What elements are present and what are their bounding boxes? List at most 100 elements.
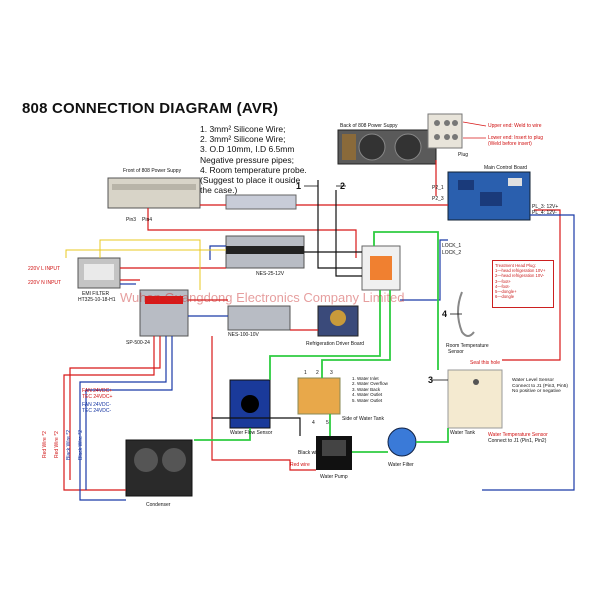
fan-plus-label: FAN 24VDC+ bbox=[82, 388, 113, 394]
back-power-label: Back of 808 Power Suppy bbox=[340, 123, 398, 129]
nes100-supply bbox=[227, 305, 291, 331]
water-flow-sensor bbox=[229, 379, 271, 429]
note-line: the case.) bbox=[200, 185, 238, 196]
l-input-label: 220V L INPUT bbox=[28, 266, 61, 272]
tank-port-line: 5. Water Outlet bbox=[352, 397, 383, 403]
water-tank-label: Water Tank bbox=[450, 430, 476, 436]
yellow-wires bbox=[65, 239, 226, 290]
water-filter-label: Water Filter bbox=[388, 462, 414, 468]
sp500-label: SP-500-24 bbox=[126, 340, 150, 346]
sp500-supply bbox=[139, 289, 189, 337]
red-wire-label: Red wire bbox=[290, 462, 310, 468]
plug-box-line: 4—foot- bbox=[495, 283, 510, 289]
port-1: 1 bbox=[304, 370, 307, 376]
red-wires bbox=[63, 160, 561, 491]
lock1-label: LOCK_1 bbox=[442, 243, 462, 249]
water-filter bbox=[387, 427, 417, 457]
plug-label: Plug bbox=[458, 152, 469, 158]
diagram-title: 808 CONNECTION DIAGRAM (AVR) bbox=[22, 100, 279, 117]
plug-image bbox=[427, 113, 487, 149]
room-temp-probe bbox=[457, 291, 475, 337]
black-wire-label-a: Black Wire *2 bbox=[66, 429, 72, 460]
note-line: Negative pressure pipes; bbox=[200, 154, 295, 165]
plug-lower-label-2: (Weld before insert) bbox=[488, 141, 532, 147]
water-tank bbox=[447, 369, 503, 429]
black-wires bbox=[212, 180, 362, 436]
blue-wires bbox=[79, 214, 575, 501]
red-wire-label-a: Red Wire *2 bbox=[42, 431, 48, 458]
lock2-label: LOCK_2 bbox=[442, 250, 462, 256]
water-pump bbox=[316, 436, 352, 470]
pl3-label: PL_3: 12V+ bbox=[532, 204, 559, 210]
water-level-note: Water Level Sensor Connect to J1 (Pin3, … bbox=[512, 378, 568, 395]
plug-box-line: 1—head refrigeration 10V+ bbox=[495, 268, 546, 274]
callout-1: 1 bbox=[296, 181, 302, 191]
water-temp-label: Water Temperature Sensor bbox=[488, 432, 548, 438]
water-level-line: Water Level Sensor bbox=[512, 378, 554, 383]
port-2: 2 bbox=[316, 370, 319, 376]
tank-port-line: 3. Water Back bbox=[352, 386, 381, 392]
note-line: (Suggest to place it ouside bbox=[200, 175, 301, 186]
red-wire-label-b: Red Wire *2 bbox=[54, 431, 60, 458]
fan-minus-label: FAN 24VDC- bbox=[82, 402, 111, 408]
pin3-label: Pin3 bbox=[126, 217, 137, 223]
refrig-driver-label: Refrigeration Driver Board bbox=[306, 341, 365, 347]
black-wire-label: Black wire bbox=[298, 450, 321, 456]
pl4-label: PL_4: 12V- bbox=[532, 210, 557, 216]
callout-lines bbox=[304, 185, 462, 381]
water-temp-label-2: Connect to J1 (Pin1, Pin2) bbox=[488, 438, 547, 444]
plug-lower-label: Lower end: Insert to plug bbox=[488, 135, 544, 141]
central-connector bbox=[361, 245, 401, 291]
plug-box-line: 5—dongle+ bbox=[495, 289, 517, 295]
condenser-label: Condenser bbox=[146, 502, 171, 508]
room-temp-label-2: Sensor bbox=[448, 349, 464, 355]
note-line: 3. O.D 10mm, I.D 6.5mm bbox=[200, 144, 295, 155]
tec-minus-label: TEC 24VDC- bbox=[82, 408, 112, 414]
seal-hole-label: Seal this hole bbox=[470, 360, 501, 366]
plug-box-line: 6—dongle bbox=[495, 294, 515, 300]
nes25-label: NES-25-12V bbox=[256, 271, 285, 277]
water-level-line: Connect to J1 (Pin3, Pin5) bbox=[512, 383, 568, 389]
tec-plus-label: TEC 24VDC+ bbox=[82, 394, 113, 400]
front-power-label: Front of 808 Power Suppy bbox=[123, 168, 182, 174]
room-temp-label: Room Temperature bbox=[446, 343, 489, 349]
back-power-supply bbox=[337, 129, 437, 165]
plug-box-line: 3—foot+ bbox=[495, 278, 511, 284]
water-flow-label: Water Flow Sensor bbox=[230, 430, 273, 436]
plug-box-line: 2—head refrigeration 10V- bbox=[495, 273, 545, 279]
emi-model-label: HT325-10-18-H1 bbox=[78, 297, 116, 303]
water-pump-label: Water Pump bbox=[320, 474, 348, 480]
watermark: Wuhan Guangdong Electronics Company Limi… bbox=[120, 290, 405, 305]
p2-1-label: P2_1 bbox=[432, 185, 444, 191]
emi-label: EMI FILTER bbox=[82, 291, 110, 297]
callout-4: 4 bbox=[442, 309, 448, 319]
wiring-notes: 1. 3mm² Silicone Wire; 2. 3mm² Silicone … bbox=[200, 124, 325, 195]
callout-3: 3 bbox=[428, 375, 434, 385]
n-input-label: 220V N INPUT bbox=[28, 280, 62, 286]
tank-port-line: 1. Water Inlet bbox=[352, 376, 379, 381]
tank-side bbox=[297, 377, 341, 415]
plug-box-title: Treatment Head Plug: bbox=[495, 263, 536, 268]
black-wire-label-b: Black Wire *2 bbox=[78, 429, 84, 460]
nes100-label: NES-100-10V bbox=[228, 332, 259, 338]
nes25-supply bbox=[225, 235, 305, 269]
note-line: 4. Room temperature probe. bbox=[200, 164, 307, 175]
port-5: 5 bbox=[326, 420, 329, 426]
tank-port-line: 2. Water Overflow bbox=[352, 381, 388, 387]
front-power-supply bbox=[107, 177, 297, 210]
note-line: 1. 3mm² Silicone Wire; bbox=[200, 124, 286, 134]
plug-upper-label: Upper end: Weld to wire bbox=[488, 123, 542, 129]
p2-3-label: P2_3 bbox=[432, 196, 444, 202]
emi-filter bbox=[77, 257, 121, 289]
water-level-line: No positive or negative bbox=[512, 389, 561, 395]
condenser bbox=[125, 439, 193, 497]
port-3: 3 bbox=[330, 370, 333, 376]
note-line: 2. 3mm² Silicone Wire; bbox=[200, 134, 286, 145]
main-control-board bbox=[447, 171, 531, 221]
main-board-label: Main Control Board bbox=[484, 165, 528, 171]
green-pipes bbox=[194, 231, 449, 453]
callout-2: 2 bbox=[340, 181, 346, 191]
tank-ports-list: 1. Water Inlet 2. Water Overflow 3. Wate… bbox=[352, 376, 388, 403]
port-4: 4 bbox=[312, 420, 315, 426]
